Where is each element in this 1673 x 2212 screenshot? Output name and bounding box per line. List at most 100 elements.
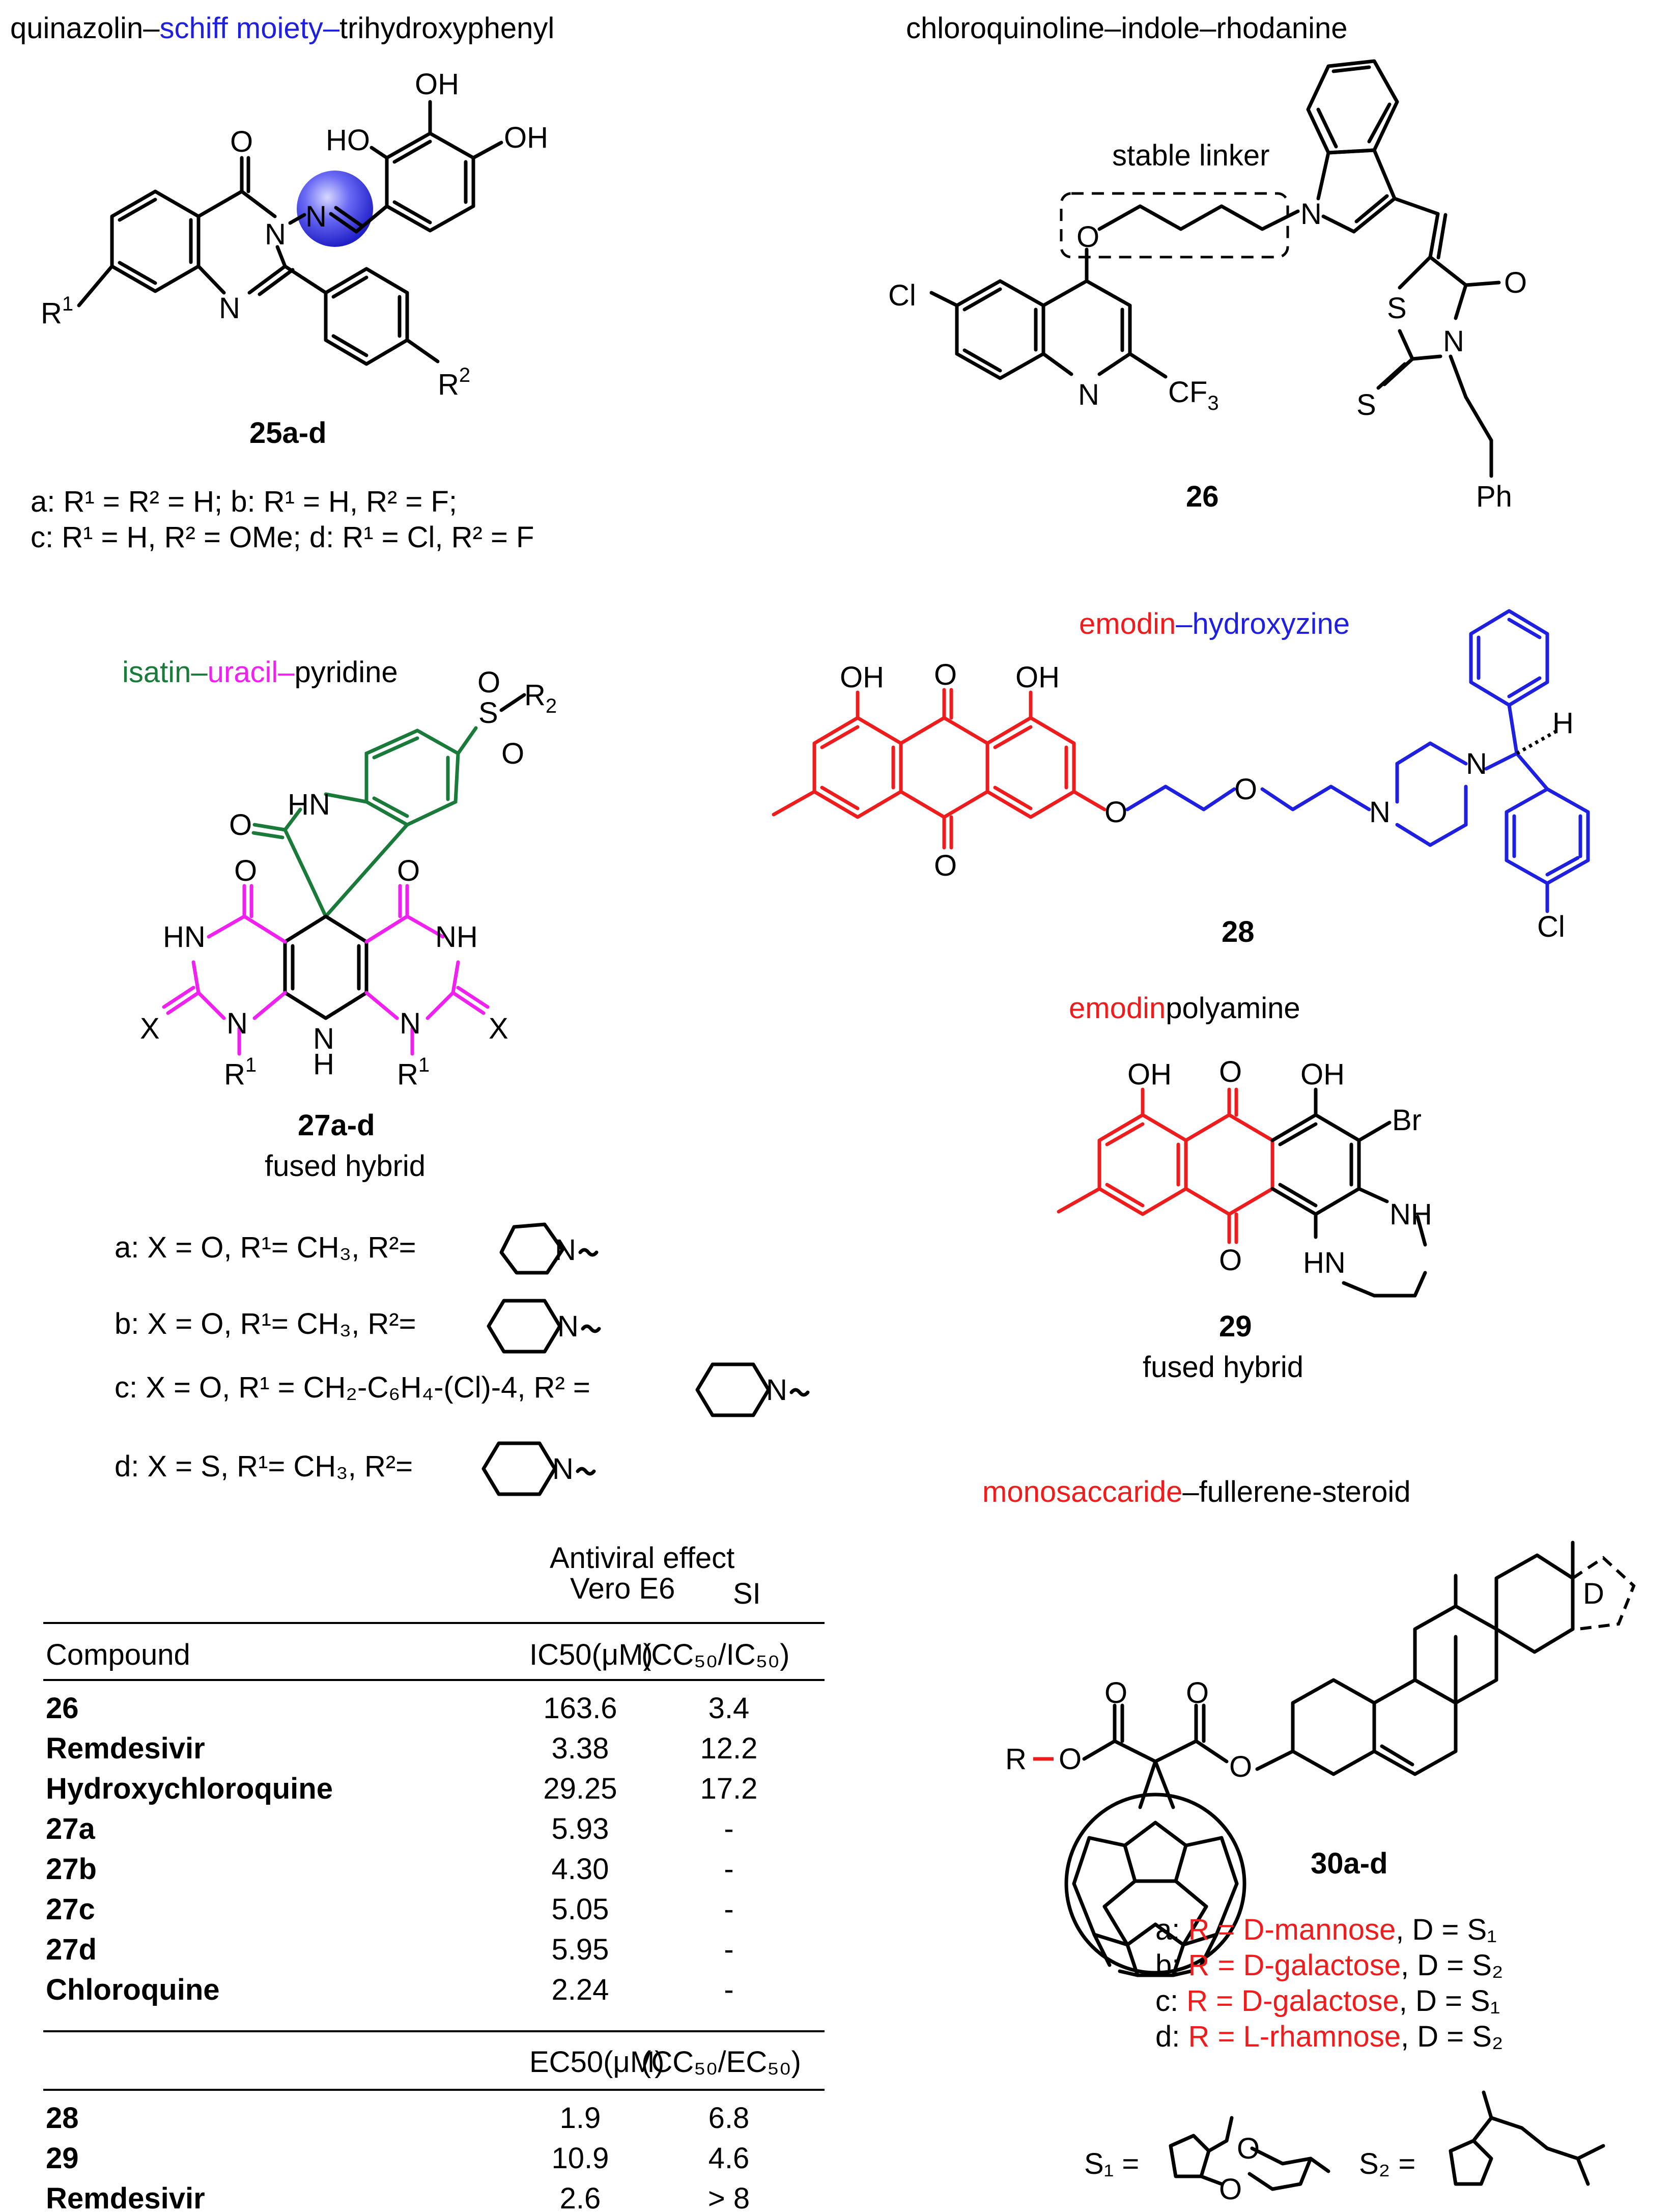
table-header-antiviral: Antiviral effect	[550, 1542, 734, 1575]
ic50-row-2-compound: Hydroxychloroquine	[46, 1772, 333, 1805]
carbonyl-O-left: O	[1104, 1676, 1127, 1710]
wavy-bond-d	[576, 1467, 596, 1476]
stereo-hash-H	[1516, 729, 1558, 755]
r1-label: R1	[41, 293, 73, 330]
compound-30-variant-d: d: R = L-rhamnose, D = S₂	[1155, 2020, 1503, 2053]
sulfonyl-R2: R2	[524, 679, 557, 717]
compound-27-variant-d: d: X = S, R¹= CH₃, R²=	[115, 1450, 413, 1483]
atom-S-ring: S	[1387, 292, 1407, 325]
ic50-row-4-compound: 27b	[46, 1853, 97, 1886]
s1-label: S₁ =	[1084, 2147, 1139, 2180]
compound-30-variant-b: b: R = D-galactose, D = S₂	[1155, 1949, 1503, 1982]
ic50-row-6-compound: 27d	[46, 1933, 97, 1966]
atom-N-rhodanine: N	[1443, 325, 1464, 358]
compound-27-variant-c: c: X = O, R¹ = CH₂-C₆H₄-(Cl)-4, R² =	[115, 1371, 590, 1404]
atom-O-ether: O	[1076, 220, 1099, 254]
ic50-row-3-si: -	[724, 1812, 733, 1845]
table-col-si1: (CC₅₀/IC₅₀)	[641, 1638, 789, 1671]
ic50-row-1-si: 12.2	[700, 1732, 758, 1765]
ec50-row-0-value: 1.9	[560, 2102, 601, 2135]
ring-D-label: D	[1583, 1577, 1604, 1610]
compound-26-structure: chloroquinoline–indole–rhodanine stable …	[888, 12, 1527, 513]
variant-d-N: N	[552, 1452, 574, 1486]
piperidine-ring-c	[695, 1362, 771, 1417]
compound-27-structure: isatin–uracil–pyridine HN O S O O R2 N H	[115, 656, 810, 1496]
stereo-H: H	[1552, 707, 1574, 740]
sulfonyl-S: S	[478, 696, 498, 730]
ic50-row-1-compound: Remdesivir	[46, 1732, 205, 1765]
ester-O-right: O	[1229, 1750, 1252, 1783]
emodin-29-OH-left: OH	[1127, 1058, 1172, 1091]
compound-28-structure: emodin–hydroxyzine OH O OH O	[772, 607, 1590, 948]
atom-N3: N	[265, 218, 286, 251]
table-col-ic50: IC50(μM)	[529, 1638, 653, 1671]
polyamine-NH-1: NH	[1390, 1198, 1432, 1231]
wavy-bond-b	[581, 1324, 601, 1333]
ic50-row-1-value: 3.38	[552, 1732, 609, 1765]
ic50-row-6-si: -	[724, 1933, 733, 1966]
isatin-O: O	[229, 808, 252, 842]
ic50-row-5-si: -	[724, 1893, 733, 1926]
ester-O-left: O	[1059, 1743, 1082, 1776]
emodin-29-OH-right: OH	[1300, 1058, 1345, 1091]
emodin-28-O-top: O	[934, 658, 957, 691]
variant-b-N: N	[557, 1310, 579, 1343]
hydroxyl-1: HO	[326, 124, 370, 157]
ic50-row-5-compound: 27c	[46, 1893, 95, 1926]
atom-O: O	[230, 125, 253, 158]
ic50-row-5-value: 5.05	[552, 1893, 609, 1926]
table-col-ec50: EC50(μM)	[529, 2046, 664, 2079]
compound-29-fused-label: fused hybrid	[1143, 1351, 1303, 1384]
atom-N1: N	[219, 292, 240, 325]
ether-O-2: O	[1234, 773, 1257, 806]
piperidine-ring-d	[481, 1441, 557, 1496]
table-header-vero: Vero E6	[570, 1572, 675, 1605]
compound-26-label: 26	[1186, 480, 1219, 513]
piperazine-N-2: N	[1466, 747, 1487, 780]
s1-structure: O O	[1169, 2116, 1330, 2206]
pyridine-NH-N: N	[313, 1022, 334, 1055]
compound-29-structure: emodinpolyamine OH O OH O	[1057, 992, 1432, 1384]
hydroxyl-3: OH	[504, 121, 548, 154]
sugar-R: R	[1005, 1743, 1027, 1776]
compound-30-label: 30a-d	[1311, 1847, 1388, 1880]
ic50-row-4-si: -	[724, 1853, 733, 1886]
hybrid-27-caption: isatin–uracil–pyridine	[122, 656, 398, 689]
hydroxyl-2: OH	[415, 68, 459, 101]
linker-box	[1060, 192, 1289, 259]
ic50-row-6-value: 5.95	[552, 1933, 609, 1966]
polyamine-NH-2: HN	[1303, 1246, 1346, 1279]
ic50-row-0-value: 163.6	[543, 1692, 617, 1725]
uracil-left-X: X	[140, 1012, 160, 1045]
hybrid-25-caption: quinazolin–schiff moiety–trihydroxypheny…	[10, 12, 554, 45]
table-header-si: SI	[733, 1577, 761, 1610]
ec50-row-1-value: 10.9	[552, 2142, 609, 2175]
atom-O-rhodanine: O	[1504, 266, 1527, 299]
ic50-row-3-value: 5.93	[552, 1812, 609, 1845]
pyridine-NH-H: H	[313, 1048, 334, 1081]
table-col-si2: (CC₅₀/EC₅₀)	[641, 2046, 801, 2079]
atom-Cl-quinoline: Cl	[888, 279, 916, 312]
uracil-right-O: O	[397, 854, 420, 887]
ic50-row-2-value: 29.25	[543, 1772, 617, 1805]
uracil-left-R1: R1	[224, 1054, 257, 1091]
cf3-group: CF3	[1168, 376, 1219, 414]
uracil-right-R1: R1	[397, 1054, 430, 1091]
ec50-row-2-si: > 8	[708, 2182, 750, 2212]
s1-O-1: O	[1237, 2132, 1260, 2165]
ic50-row-2-si: 17.2	[700, 1772, 758, 1805]
atom-N-quinoline: N	[1078, 378, 1099, 411]
hybrid-29-caption: emodinpolyamine	[1069, 992, 1300, 1025]
compound-25-variants-line-1: a: R¹ = R² = H; b: R¹ = H, R² = F;	[31, 485, 457, 518]
uracil-left-HN: HN	[163, 920, 206, 954]
r2-label: R2	[438, 364, 470, 401]
wavy-bond-c	[789, 1388, 810, 1397]
isatin-NH: HN	[288, 788, 330, 821]
hybrid-26-caption: chloroquinoline–indole–rhodanine	[906, 12, 1347, 45]
sulfonyl-O-bottom: O	[501, 737, 524, 770]
ec50-row-1-compound: 29	[46, 2142, 79, 2175]
ic50-row-7-value: 2.24	[552, 1973, 609, 2006]
